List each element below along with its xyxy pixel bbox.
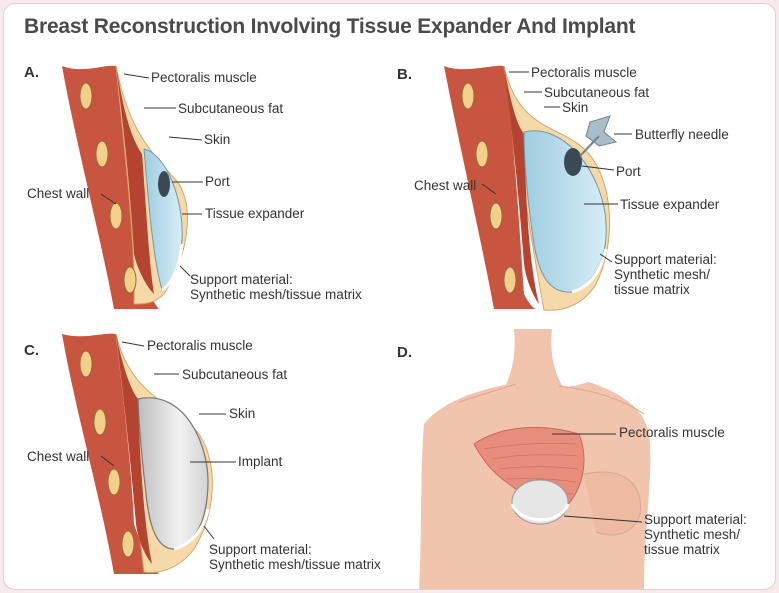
b-support-label-2: Synthetic mesh/ xyxy=(614,267,711,282)
panel-c-letter: C. xyxy=(24,342,39,359)
b-expander-label: Tissue expander xyxy=(620,197,720,212)
a-pectoralis-label: Pectoralis muscle xyxy=(151,70,257,85)
panel-a-letter: A. xyxy=(24,64,39,81)
diagram-card: Breast Reconstruction Involving Tissue E… xyxy=(3,3,776,590)
a-chest-label: Chest wall xyxy=(27,186,90,201)
a-expander-label: Tissue expander xyxy=(205,206,305,221)
b-skin-label: Skin xyxy=(562,100,589,115)
d-support-label-3: tissue matrix xyxy=(644,542,720,557)
d-support-label-2: Synthetic mesh/ xyxy=(644,527,741,542)
b-support-label-1: Support material: xyxy=(614,252,717,267)
c-pectoralis-label: Pectoralis muscle xyxy=(147,338,253,353)
panel-a-art xyxy=(62,65,203,309)
butterfly-needle-icon xyxy=(579,115,618,157)
diagram-title: Breast Reconstruction Involving Tissue E… xyxy=(24,15,636,38)
b-pectoralis-label: Pectoralis muscle xyxy=(531,65,637,80)
b-port-label: Port xyxy=(616,164,641,179)
b-chest-label: Chest wall xyxy=(414,178,477,193)
c-fat-label: Subcutaneous fat xyxy=(182,367,288,382)
c-support-label-1: Support material: xyxy=(209,542,312,557)
panel-c-art xyxy=(62,333,236,574)
b-support-label-3: tissue matrix xyxy=(614,282,690,297)
b-needle-label: Butterfly needle xyxy=(635,127,729,142)
a-skin-label: Skin xyxy=(204,132,231,147)
c-chest-label: Chest wall xyxy=(27,449,90,464)
illustration xyxy=(62,65,651,589)
panel-d-letter: D. xyxy=(397,344,412,361)
a-support-label-2: Synthetic mesh/tissue matrix xyxy=(190,287,362,302)
a-support-label-1: Support material: xyxy=(190,272,293,287)
a-port-label: Port xyxy=(205,174,230,189)
c-support-label-2: Synthetic mesh/tissue matrix xyxy=(209,557,381,572)
panel-d-art xyxy=(419,329,651,589)
d-support-label-1: Support material: xyxy=(644,512,747,527)
a-fat-label: Subcutaneous fat xyxy=(178,101,284,116)
b-fat-label: Subcutaneous fat xyxy=(544,85,650,100)
c-implant-label: Implant xyxy=(238,454,283,469)
c-skin-label: Skin xyxy=(229,406,256,421)
panel-b-letter: B. xyxy=(397,66,412,83)
d-pectoralis-label: Pectoralis muscle xyxy=(619,425,725,440)
panel-b-art xyxy=(444,65,632,311)
